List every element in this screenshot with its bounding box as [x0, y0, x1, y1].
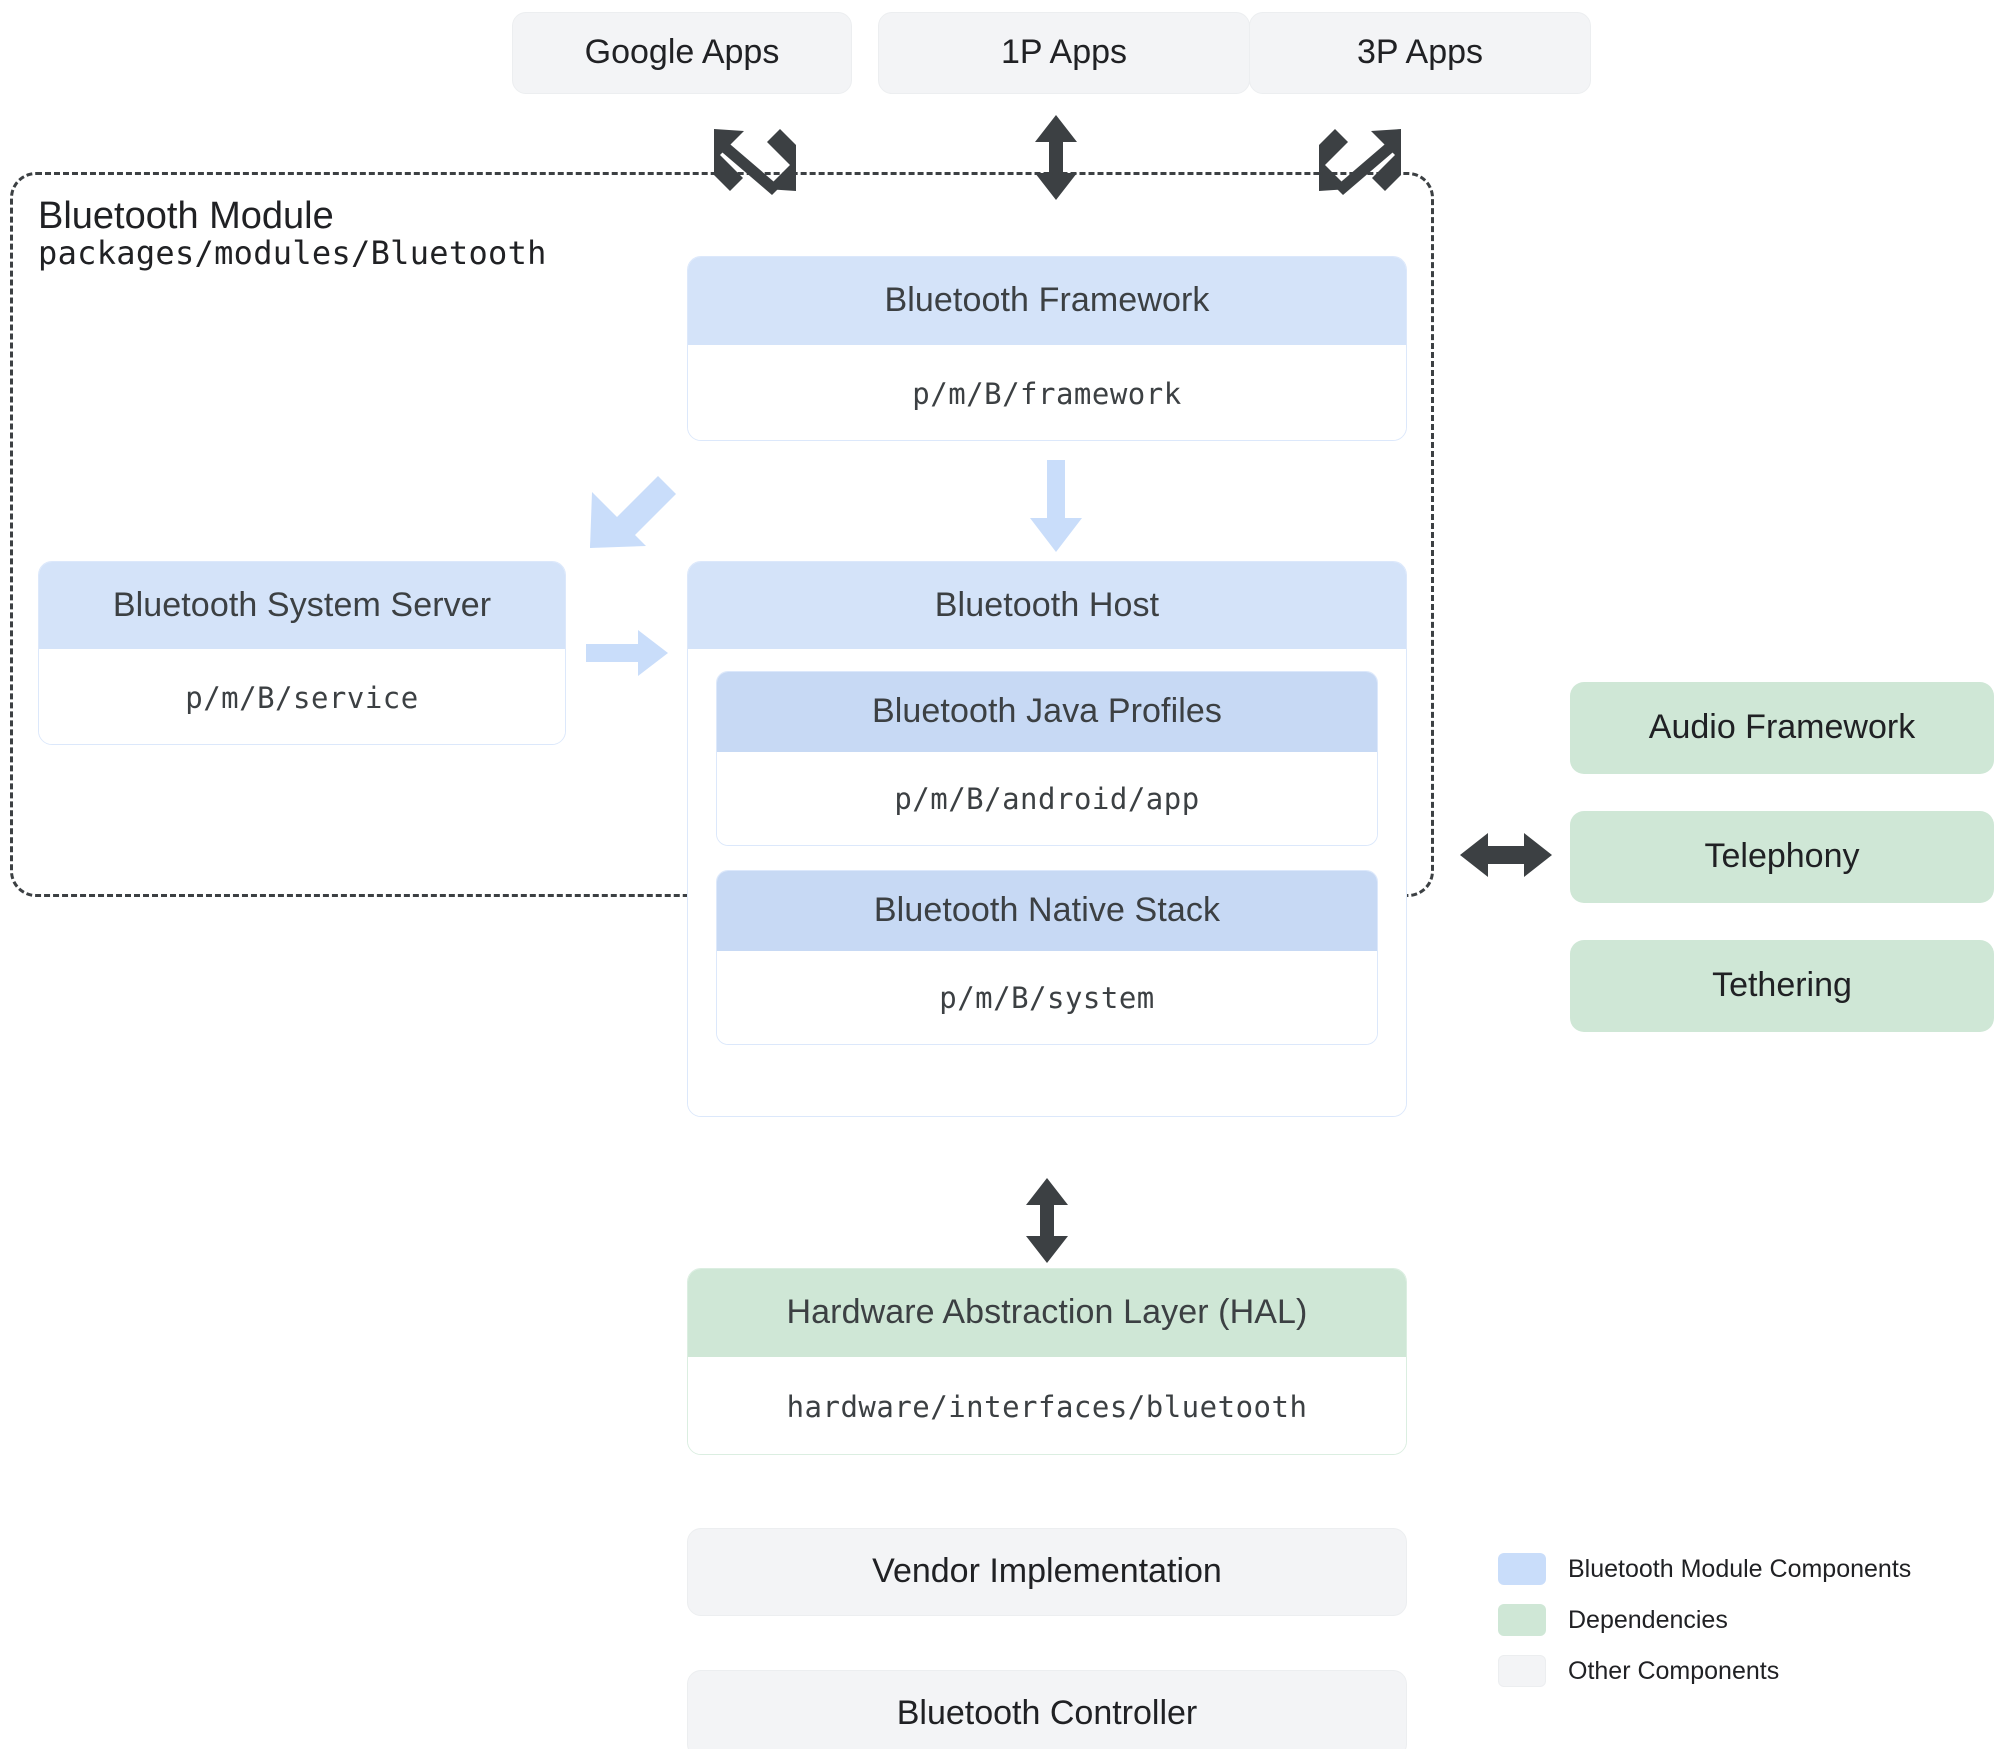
legend-label-module-components: Bluetooth Module Components — [1568, 1554, 1912, 1583]
box-bluetooth-native-stack[interactable]: Bluetooth Native Stack p/m/B/system — [716, 870, 1378, 1045]
box-bluetooth-controller-label: Bluetooth Controller — [896, 1694, 1198, 1733]
box-bluetooth-java-profiles-path: p/m/B/android/app — [717, 752, 1377, 845]
box-telephony[interactable]: Telephony — [1570, 811, 1994, 903]
box-bluetooth-java-profiles[interactable]: Bluetooth Java Profiles p/m/B/android/ap… — [716, 671, 1378, 846]
box-bluetooth-framework[interactable]: Bluetooth Framework p/m/B/framework — [687, 256, 1407, 441]
legend-label-dependencies: Dependencies — [1568, 1605, 1728, 1634]
box-bluetooth-java-profiles-title: Bluetooth Java Profiles — [717, 672, 1377, 752]
box-bluetooth-host-body: Bluetooth Java Profiles p/m/B/android/ap… — [688, 649, 1406, 1116]
box-google-apps-label: Google Apps — [584, 33, 780, 72]
box-audio-framework[interactable]: Audio Framework — [1570, 682, 1994, 774]
box-bluetooth-controller[interactable]: Bluetooth Controller — [687, 1670, 1407, 1749]
box-bluetooth-system-server[interactable]: Bluetooth System Server p/m/B/service — [38, 561, 566, 745]
box-audio-framework-label: Audio Framework — [1648, 708, 1916, 747]
box-1p-apps-label: 1P Apps — [1000, 33, 1128, 72]
box-bluetooth-system-server-title: Bluetooth System Server — [39, 562, 565, 649]
legend-item-dependencies: Dependencies — [1498, 1602, 1968, 1638]
box-vendor-implementation-label: Vendor Implementation — [872, 1552, 1222, 1591]
box-bluetooth-framework-title: Bluetooth Framework — [688, 257, 1406, 345]
box-bluetooth-framework-path: p/m/B/framework — [688, 345, 1406, 440]
box-telephony-label: Telephony — [1704, 837, 1860, 876]
box-tethering[interactable]: Tethering — [1570, 940, 1994, 1032]
legend-item-module-components: Bluetooth Module Components — [1498, 1551, 1968, 1587]
legend-item-other-components: Other Components — [1498, 1653, 1968, 1689]
arrow-diagonal-nwse-icon — [714, 129, 796, 195]
box-3p-apps[interactable]: 3P Apps — [1249, 12, 1591, 94]
box-hardware-abstraction-layer-path: hardware/interfaces/bluetooth — [688, 1357, 1406, 1454]
box-vendor-implementation[interactable]: Vendor Implementation — [687, 1528, 1407, 1616]
box-hardware-abstraction-layer[interactable]: Hardware Abstraction Layer (HAL) hardwar… — [687, 1268, 1407, 1455]
box-bluetooth-host[interactable]: Bluetooth Host Bluetooth Java Profiles p… — [687, 561, 1407, 1117]
arrow-vertical-bidirectional-icon — [1035, 115, 1077, 200]
box-bluetooth-native-stack-title: Bluetooth Native Stack — [717, 871, 1377, 951]
box-bluetooth-native-stack-path: p/m/B/system — [717, 951, 1377, 1044]
box-tethering-label: Tethering — [1712, 966, 1852, 1005]
arrow-framework-to-host-icon — [1030, 460, 1082, 552]
box-3p-apps-label: 3P Apps — [1356, 33, 1484, 72]
legend-swatch-grey — [1498, 1655, 1546, 1687]
legend-swatch-green — [1498, 1604, 1546, 1636]
box-hardware-abstraction-layer-title: Hardware Abstraction Layer (HAL) — [688, 1269, 1406, 1357]
bluetooth-module-path: packages/modules/Bluetooth — [38, 234, 547, 272]
legend: Bluetooth Module Components Dependencies… — [1498, 1551, 1968, 1704]
legend-label-other-components: Other Components — [1568, 1656, 1780, 1685]
box-bluetooth-host-title: Bluetooth Host — [688, 562, 1406, 649]
arrow-dependencies-bidirectional-icon — [1460, 833, 1552, 877]
box-bluetooth-system-server-path: p/m/B/service — [39, 649, 565, 744]
legend-swatch-blue — [1498, 1553, 1546, 1585]
arrow-host-to-framework-icon — [590, 476, 676, 548]
arrow-system-server-to-host-icon — [586, 630, 668, 676]
arrow-module-to-hal-icon — [1026, 1178, 1068, 1263]
arrow-diagonal-nesw-icon — [1319, 129, 1401, 195]
box-1p-apps[interactable]: 1P Apps — [878, 12, 1250, 94]
bluetooth-module-title: Bluetooth Module — [38, 195, 334, 237]
box-google-apps[interactable]: Google Apps — [512, 12, 852, 94]
